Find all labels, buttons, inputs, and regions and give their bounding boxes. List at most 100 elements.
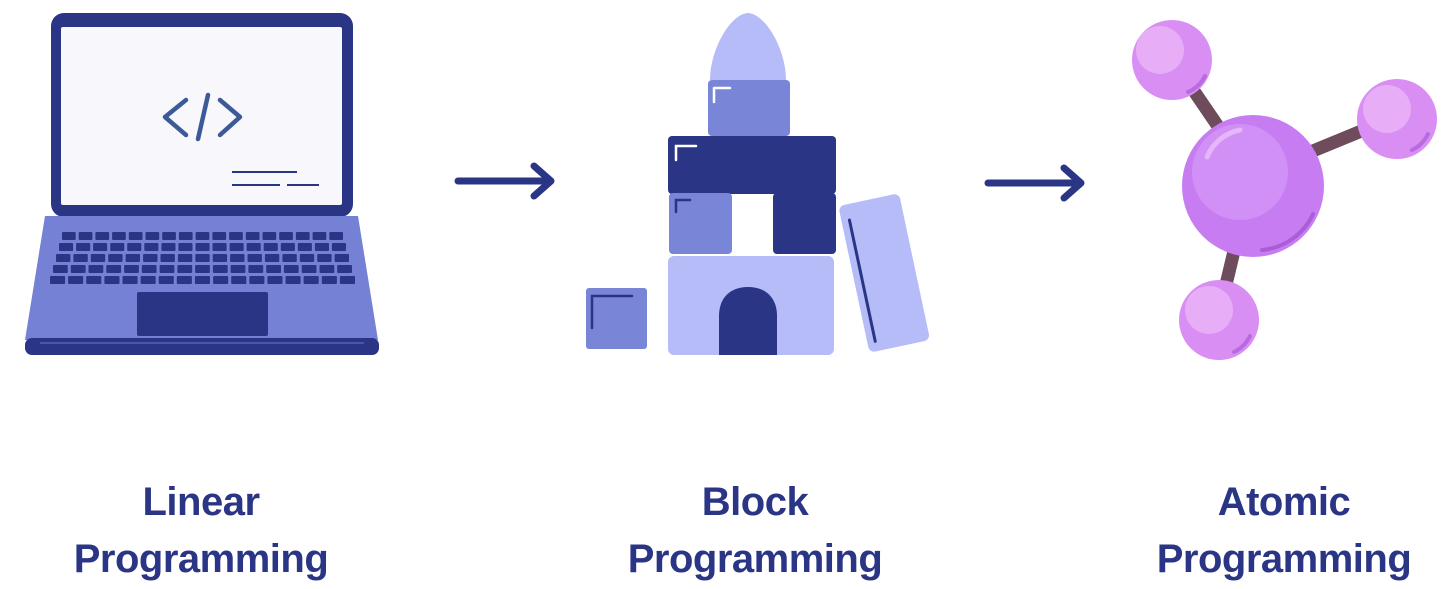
keyboard-key: [301, 265, 317, 273]
keyboard-key: [177, 265, 193, 273]
keyboard-key: [246, 243, 261, 251]
screen-text-lines: [232, 171, 319, 186]
keyboard-key: [264, 254, 280, 262]
keyboard-key: [127, 243, 142, 251]
keyboard-key: [195, 243, 210, 251]
code-brackets-icon: [162, 92, 243, 142]
keyboard-key: [140, 276, 156, 284]
keyboard-key: [128, 232, 143, 240]
keyboard-key: [124, 265, 139, 273]
keyboard-key: [213, 276, 229, 284]
keyboard-key: [282, 254, 297, 262]
keyboard-key: [195, 232, 210, 240]
stage-label-line1: Linear: [142, 480, 260, 524]
keyboard-key: [321, 276, 337, 284]
keyboard-key: [303, 276, 319, 284]
stage-label-line2: Programming: [627, 537, 883, 581]
keyboard-key: [50, 276, 66, 284]
keyboard-key: [162, 232, 176, 240]
keyboard-key: [78, 232, 93, 240]
stage-label-line1: Atomic: [1217, 480, 1351, 524]
keyboard-key: [160, 254, 175, 262]
keyboard-key: [178, 232, 193, 240]
keyboard-key: [267, 276, 283, 284]
stage-label-linear: Linear Programming: [0, 474, 411, 588]
stage-label-line2: Programming: [73, 537, 329, 581]
keyboard-key: [145, 232, 160, 240]
keyboard-key: [195, 254, 210, 262]
keyboard-key: [59, 243, 74, 251]
keyboard-key: [76, 243, 91, 251]
keyboard-key: [297, 243, 312, 251]
building-blocks-icon: [586, 13, 930, 355]
keyboard-key: [125, 254, 140, 262]
keyboard-key: [247, 254, 262, 262]
keyboard-key: [229, 232, 243, 240]
keyboard-key: [70, 265, 86, 273]
keyboard-key: [295, 232, 310, 240]
atom-right: [1357, 79, 1437, 159]
keyboard-key: [329, 232, 343, 240]
keyboard-key: [88, 265, 104, 273]
keyboard-key: [95, 232, 110, 240]
keyboard-key: [212, 254, 228, 262]
keyboard-key: [108, 254, 123, 262]
keyboard-key: [56, 254, 71, 262]
atom-bottom: [1179, 280, 1259, 360]
atom-top-left: [1132, 20, 1212, 100]
keyboard-key: [312, 232, 327, 240]
trackpad: [137, 292, 268, 336]
keyboard-key: [266, 265, 281, 273]
arrow-right-icon: [984, 164, 1085, 202]
keyboard-key: [86, 276, 102, 284]
keyboard-key: [176, 276, 192, 284]
keyboard-key: [314, 243, 329, 251]
keyboard-key: [195, 265, 210, 273]
keyboard-key: [161, 243, 176, 251]
keyboard-key: [68, 276, 84, 284]
keyboard-key: [283, 265, 299, 273]
keyboard-key: [249, 276, 265, 284]
keyboard-key: [62, 232, 76, 240]
keyboard: [50, 232, 355, 284]
keyboard-key: [331, 243, 346, 251]
keyboard-key: [263, 243, 278, 251]
stage-label-line2: Programming: [1156, 537, 1412, 581]
keyboard-key: [280, 243, 295, 251]
keyboard-key: [245, 232, 260, 240]
keyboard-key: [231, 276, 247, 284]
keyboard-key: [143, 254, 158, 262]
laptop-code-icon: [25, 13, 379, 355]
keyboard-key: [319, 265, 335, 273]
keyboard-key: [112, 232, 126, 240]
stage-label-atomic: Atomic Programming: [1074, 474, 1456, 588]
keyboard-key: [334, 254, 349, 262]
keyboard-key: [279, 232, 293, 240]
arrow-right-icon: [454, 162, 555, 200]
keyboard-key: [339, 276, 355, 284]
keyboard-key: [177, 254, 193, 262]
keyboard-key: [229, 243, 244, 251]
keyboard-key: [262, 232, 277, 240]
keyboard-key: [178, 243, 193, 251]
keyboard-key: [90, 254, 106, 262]
keyboard-key: [104, 276, 120, 284]
keyboard-key: [73, 254, 88, 262]
keyboard-key: [106, 265, 122, 273]
keyboard-key: [141, 265, 157, 273]
keyboard-key: [337, 265, 352, 273]
keyboard-key: [212, 243, 227, 251]
keyboard-key: [212, 265, 228, 273]
keyboard-key: [285, 276, 301, 284]
keyboard-key: [93, 243, 108, 251]
keyboard-key: [248, 265, 264, 273]
keyboard-key: [122, 276, 138, 284]
keyboard-key: [110, 243, 125, 251]
keyboard-key: [230, 265, 246, 273]
stage-label-line1: Block: [701, 480, 809, 524]
keyboard-key: [53, 265, 68, 273]
molecule-icon: [1132, 20, 1437, 360]
stage-label-block: Block Programming: [545, 474, 965, 588]
keyboard-key: [144, 243, 159, 251]
